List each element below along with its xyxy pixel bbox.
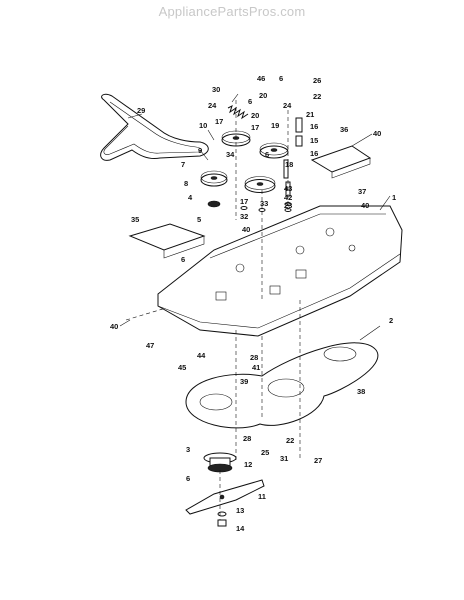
callout-1: 1 xyxy=(392,193,396,202)
callout-39: 39 xyxy=(240,377,248,386)
callout-17: 17 xyxy=(215,117,223,126)
callout-31: 31 xyxy=(280,454,288,463)
callout-2: 2 xyxy=(389,316,393,325)
callout-21: 21 xyxy=(306,110,314,119)
callout-6: 6 xyxy=(181,255,185,264)
callout-4: 4 xyxy=(188,193,193,202)
callout-36: 36 xyxy=(340,125,348,134)
callout-41: 41 xyxy=(252,363,260,372)
callout-37: 37 xyxy=(358,187,366,196)
leader-lines xyxy=(119,93,391,341)
callout-6: 6 xyxy=(265,150,269,159)
callout-44: 44 xyxy=(197,351,206,360)
callout-46: 46 xyxy=(257,74,265,83)
callout-28: 28 xyxy=(250,353,258,362)
callout-16: 16 xyxy=(310,122,318,131)
bearing xyxy=(207,200,221,208)
callout-22: 22 xyxy=(313,92,321,101)
spindle-assembly xyxy=(203,452,237,473)
callout-3: 3 xyxy=(186,445,190,454)
callout-20: 20 xyxy=(251,111,259,120)
callout-5: 5 xyxy=(197,215,201,224)
blade-bolt xyxy=(217,511,227,527)
callout-11: 11 xyxy=(258,492,266,501)
left-belt-cover xyxy=(128,223,206,259)
callout-17: 17 xyxy=(251,123,259,132)
callout-6: 6 xyxy=(186,474,190,483)
callout-40: 40 xyxy=(361,201,369,210)
callout-25: 25 xyxy=(261,448,269,457)
callout-32: 32 xyxy=(240,212,248,221)
right-belt-cover xyxy=(310,145,372,179)
drive-belt xyxy=(100,93,209,161)
callout-24: 24 xyxy=(283,101,292,110)
pulley-center xyxy=(244,176,276,193)
callout-26: 26 xyxy=(313,76,321,85)
callout-45: 45 xyxy=(178,363,186,372)
callout-27: 27 xyxy=(314,456,322,465)
callout-7: 7 xyxy=(181,160,185,169)
callout-33: 33 xyxy=(260,199,268,208)
mower-blade xyxy=(185,479,265,515)
callout-12: 12 xyxy=(244,460,252,469)
callout-8: 8 xyxy=(184,179,188,188)
pulley-left xyxy=(200,170,228,187)
callout-15: 15 xyxy=(310,136,318,145)
callout-18: 18 xyxy=(285,160,293,169)
spring xyxy=(227,105,249,120)
callout-42: 42 xyxy=(284,193,292,202)
callout-22: 22 xyxy=(286,436,294,445)
callout-20: 20 xyxy=(259,91,267,100)
callout-40: 40 xyxy=(110,322,118,331)
callout-19: 19 xyxy=(271,121,279,130)
callout-38: 38 xyxy=(357,387,365,396)
callout-30: 30 xyxy=(212,85,220,94)
callout-40: 40 xyxy=(373,129,381,138)
callout-40: 40 xyxy=(242,225,250,234)
callouts: 46 6 26 30 20 22 6 24 24 29 20 21 10 17 … xyxy=(110,74,396,533)
callout-10: 10 xyxy=(199,121,207,130)
callout-14: 14 xyxy=(236,524,245,533)
callout-13: 13 xyxy=(236,506,244,515)
watermark: AppliancePartsPros.com xyxy=(158,4,306,19)
callout-47: 47 xyxy=(146,341,154,350)
callout-16: 16 xyxy=(310,149,318,158)
callout-43: 43 xyxy=(284,184,292,193)
callout-6: 6 xyxy=(279,74,283,83)
callout-17: 17 xyxy=(240,197,248,206)
callout-28: 28 xyxy=(243,434,251,443)
mower-deck xyxy=(157,205,403,337)
callout-34: 34 xyxy=(226,150,235,159)
callout-6: 6 xyxy=(248,97,252,106)
callout-24: 24 xyxy=(208,101,217,110)
callout-29: 29 xyxy=(137,106,145,115)
callout-9: 9 xyxy=(198,146,202,155)
callout-35: 35 xyxy=(131,215,139,224)
alignment-lines xyxy=(125,100,301,520)
callout-23: 23 xyxy=(284,201,292,210)
deck-baffle xyxy=(185,342,379,429)
